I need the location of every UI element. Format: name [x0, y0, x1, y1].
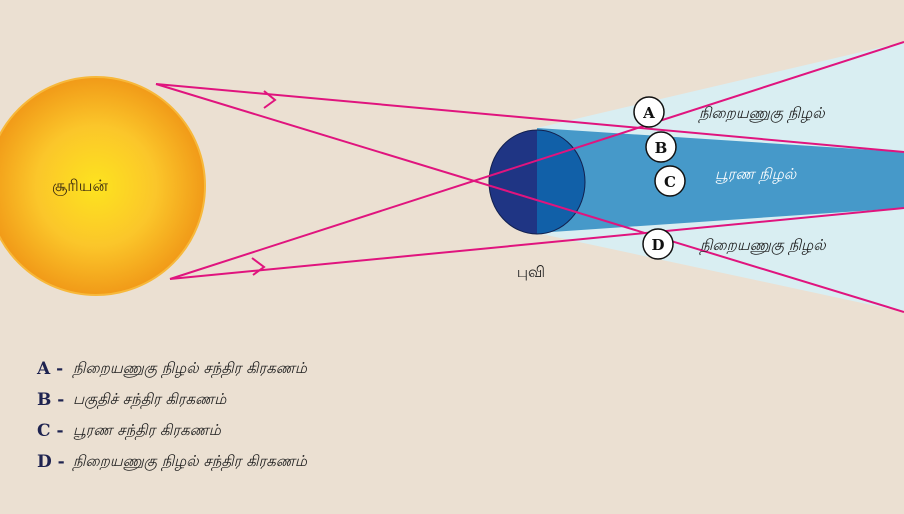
marker-a: A	[633, 96, 665, 128]
zone-label-penumbra-top: நிறையணுகு நிழல்	[698, 104, 825, 124]
marker-d: D	[642, 228, 674, 260]
ray-bottom-cross	[169, 41, 904, 280]
legend-key: A -	[37, 358, 64, 379]
svg-text:B: B	[655, 139, 668, 157]
legend-text: நிறையணுகு நிழல் சந்திர கிரகணம்	[73, 358, 307, 377]
svg-text:C: C	[664, 173, 676, 191]
legend-key: B -	[37, 389, 65, 410]
ray-top-cross	[155, 83, 904, 313]
marker-b: B	[645, 131, 677, 163]
zone-label-penumbra-bottom: நிறையணுகு நிழல்	[699, 236, 826, 256]
earth-night-side	[489, 130, 537, 234]
legend-text: பகுதிச் சந்திர கிரகணம்	[73, 389, 227, 408]
legend-key: D -	[37, 451, 65, 472]
ray-bottom-to-umbra-edge	[169, 207, 904, 280]
sun	[0, 76, 206, 296]
svg-text:A: A	[642, 104, 655, 122]
legend-text: நிறையணுகு நிழல் சந்திர கிரகணம்	[73, 451, 307, 470]
arrow-bottom-ray-icon	[251, 257, 266, 276]
arrow-top-ray-icon	[263, 90, 277, 109]
legend-item-a: A - நிறையணுகு நிழல் சந்திர கிரகணம்	[37, 353, 307, 384]
ray-top-to-umbra-edge	[155, 83, 904, 153]
umbra-region	[537, 128, 904, 233]
light-rays	[155, 41, 904, 313]
legend: A - நிறையணுகு நிழல் சந்திர கிரகணம் B - ப…	[37, 353, 307, 477]
zone-label-umbra: பூரண நிழல்	[715, 165, 797, 185]
legend-item-c: C - பூரண சந்திர கிரகணம்	[37, 415, 307, 446]
legend-key: C -	[37, 420, 64, 441]
svg-text:D: D	[651, 236, 664, 254]
legend-item-b: B - பகுதிச் சந்திர கிரகணம்	[37, 384, 307, 415]
marker-c: C	[654, 165, 686, 197]
earth-label: புவி	[517, 263, 545, 281]
legend-text: பூரண சந்திர கிரகணம்	[73, 420, 221, 439]
earth-outline	[488, 129, 586, 235]
sun-label: சூரியன்	[52, 176, 109, 196]
legend-item-d: D - நிறையணுகு நிழல் சந்திர கிரகணம்	[37, 446, 307, 477]
